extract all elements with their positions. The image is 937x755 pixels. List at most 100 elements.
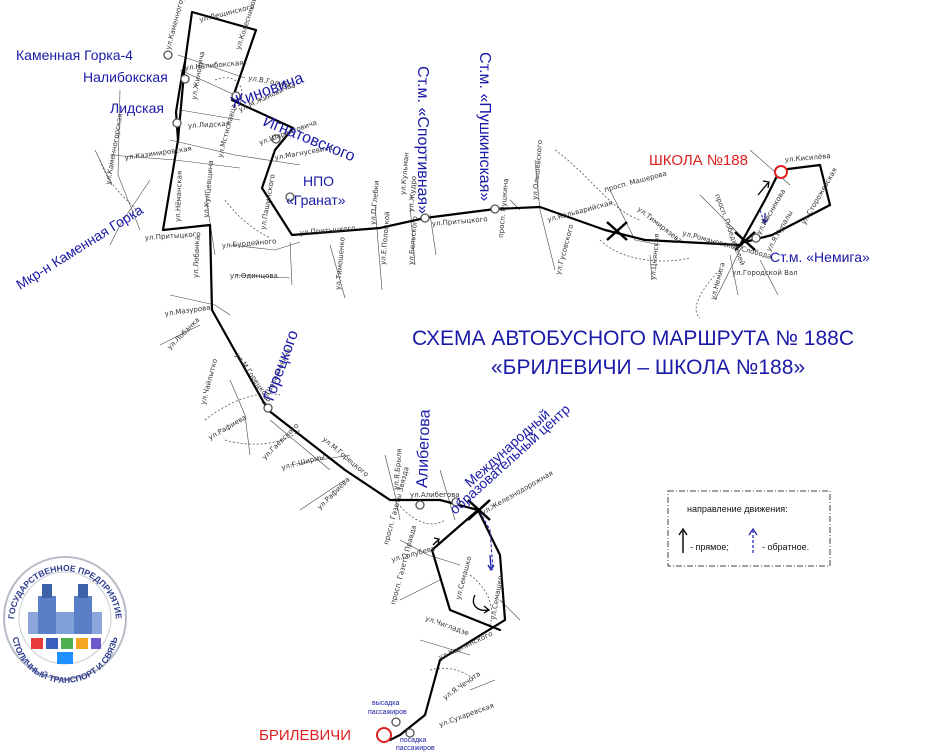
- map-title-line1: СХЕМА АВТОБУСНОГО МАРШРУТА № 188С: [412, 327, 854, 350]
- street-label: ул.Я.Брыля: [392, 448, 404, 490]
- stop-labels: Каменная Горка-4 Налибокская Лидская Мкр…: [13, 47, 870, 517]
- stop-mezhdunarodny-marker: [451, 497, 461, 507]
- street-label: просп. Победителей: [713, 193, 746, 267]
- metro-icon: [46, 638, 58, 649]
- street-label: ул.Рафиева: [207, 413, 248, 441]
- street-label: ул.Алибегова: [410, 491, 460, 499]
- stop-nemiga-marker: [751, 233, 761, 243]
- stop-label-granat-line2: «Гранат»: [286, 192, 346, 208]
- street-label: ул.Семашко: [454, 555, 473, 600]
- street-label: ул.Сухаревская: [438, 702, 495, 729]
- terminal-label-school: ШКОЛА №188: [649, 152, 748, 169]
- note-pickup-1: посадка: [400, 737, 426, 744]
- stop-label-nalibokskaya: Налибокская: [83, 69, 168, 85]
- stop-label-lidskaya: Лидская: [110, 100, 164, 116]
- street-label: ул.Жудро: [407, 176, 418, 213]
- street-label: ул.Ольшевского: [531, 140, 544, 201]
- legend-reverse: - обратное.: [762, 542, 809, 552]
- map-title-line2: «БРИЛЕВИЧИ – ШКОЛА №188»: [491, 356, 805, 379]
- street-label: ул.Рафиева: [316, 476, 352, 512]
- street-label: ул.Мазурова: [164, 304, 211, 318]
- stop-label-pushkinskaya: Ст.м. «Пушкинская»: [476, 52, 493, 201]
- stop-sportivnaya-marker: [420, 213, 430, 223]
- stop-pushkinskaya-marker: [490, 204, 500, 214]
- dotted-streets: [99, 77, 721, 681]
- stop-label-nemiga: Ст.м. «Немига»: [770, 249, 870, 265]
- street-label: ул.Пашинского: [259, 174, 277, 231]
- street-label: просп. Машерова: [603, 170, 667, 194]
- tram-icon: [31, 638, 43, 649]
- stop-pickup-marker: [405, 728, 415, 738]
- street-label: ул.Притыцкого: [145, 230, 201, 242]
- street-label: ул.Г.Ширмы: [280, 453, 325, 472]
- note-dropoff-1: высадка: [372, 700, 399, 707]
- street-label: ул.Притыцкого: [299, 224, 355, 237]
- stop-goretskogo-marker: [263, 403, 273, 413]
- street-label: ул.Цнянская: [649, 233, 661, 280]
- note-dropoff-2: пассажиров: [368, 709, 407, 716]
- stop-label-granat-line1: НПО: [303, 173, 334, 189]
- street-label: ул.П.Глебки: [369, 180, 381, 225]
- street-label: ул.Казимировская: [124, 145, 192, 162]
- street-label: ул.Одинцова: [230, 272, 278, 280]
- street-label: ул.Каменногорская: [104, 113, 124, 185]
- forward-arrow-head-icon: [678, 527, 688, 536]
- street-label: ул.Голубева: [390, 545, 436, 564]
- reverse-route: [479, 209, 766, 571]
- street-label: ул.Налибокская: [184, 59, 243, 72]
- street-label: ул.Бельского: [407, 216, 419, 265]
- interchange-markers: [467, 221, 756, 521]
- street-label: ул.Тимошенко: [334, 237, 347, 291]
- taxi-icon: [91, 638, 101, 649]
- terminal-markers: [376, 165, 788, 743]
- street-label: ул.Лобанка: [192, 236, 201, 278]
- stop-label-kamennaya-gorka-4: Каменная Горка-4: [16, 47, 133, 63]
- street-label: ул.Чигладзе: [424, 614, 469, 637]
- terminal-school-marker: [774, 165, 788, 179]
- stop-nalibokskaya-marker: [180, 74, 190, 84]
- street-label: ул.Лидская: [188, 120, 230, 130]
- street-label: ул.Сторожевская: [800, 166, 839, 226]
- street-label: ул.Кисилёва: [784, 152, 830, 164]
- stop-label-sportivnaya: Ст.м. «Спортивная»: [414, 66, 431, 214]
- note-pickup-2: пассажиров: [396, 745, 435, 752]
- direction-arrows: [432, 180, 770, 614]
- street-label: ул.Бурдейного: [221, 237, 276, 250]
- street-label: ул.Гаевского: [261, 422, 301, 462]
- communication-icon: [57, 652, 73, 664]
- street-label: ул.Чайлытко: [199, 358, 219, 406]
- stop-ignatovskogo-marker: [271, 134, 281, 144]
- logo-transport-icons: [31, 638, 101, 664]
- bus-icon: [61, 638, 73, 649]
- legend-title: направление движения:: [687, 504, 788, 514]
- company-logo: ГОСУДАРСТВЕННОЕ ПРЕДПРИЯТИЕ СТОЛИЧНЫЙ ТР…: [3, 556, 127, 685]
- stop-label-mkr-kamennaya-gorka: Мкр-н Каменная Горка: [13, 201, 146, 292]
- terminal-label-brilevichi: БРИЛЕВИЧИ: [259, 727, 351, 744]
- stop-dropoff-marker: [391, 717, 401, 727]
- reverse-arrow-head-icon: [748, 527, 758, 536]
- stop-alibegova-marker: [415, 500, 425, 510]
- stop-markers: [163, 50, 761, 738]
- stop-label-goretskogo: Горецкого: [261, 328, 302, 403]
- street-label: ул.Я.Чечота: [442, 670, 482, 702]
- legend-frame: [667, 490, 831, 567]
- stop-granat-marker: [285, 192, 295, 202]
- street-label: ул.Лобанка: [166, 316, 201, 351]
- trolleybus-icon: [76, 638, 88, 649]
- stop-zhinovicha-marker: [231, 91, 241, 101]
- terminal-brilevichi-marker: [376, 727, 392, 743]
- street-label: ул.Кульман: [399, 152, 411, 195]
- street-label: ул.Гусовского: [554, 223, 575, 275]
- legend-forward: - прямое;: [690, 542, 729, 552]
- legend: направление движения: - прямое; - обратн…: [667, 490, 831, 567]
- street-label: ул.Нёманская: [174, 171, 184, 222]
- stop-label-alibegova: Алибегова: [414, 409, 434, 488]
- stop-lidskaya-marker: [172, 118, 182, 128]
- stop-kamennaya-gorka-4-marker: [163, 50, 173, 60]
- street-label: ул.Е.Полоцкой: [379, 211, 392, 265]
- street-label: ул.Городской Вал: [732, 269, 798, 277]
- street-network: [94, 54, 791, 691]
- logo-buildings-icon: [28, 584, 102, 634]
- street-label: ул.Кунцевщина: [202, 160, 215, 218]
